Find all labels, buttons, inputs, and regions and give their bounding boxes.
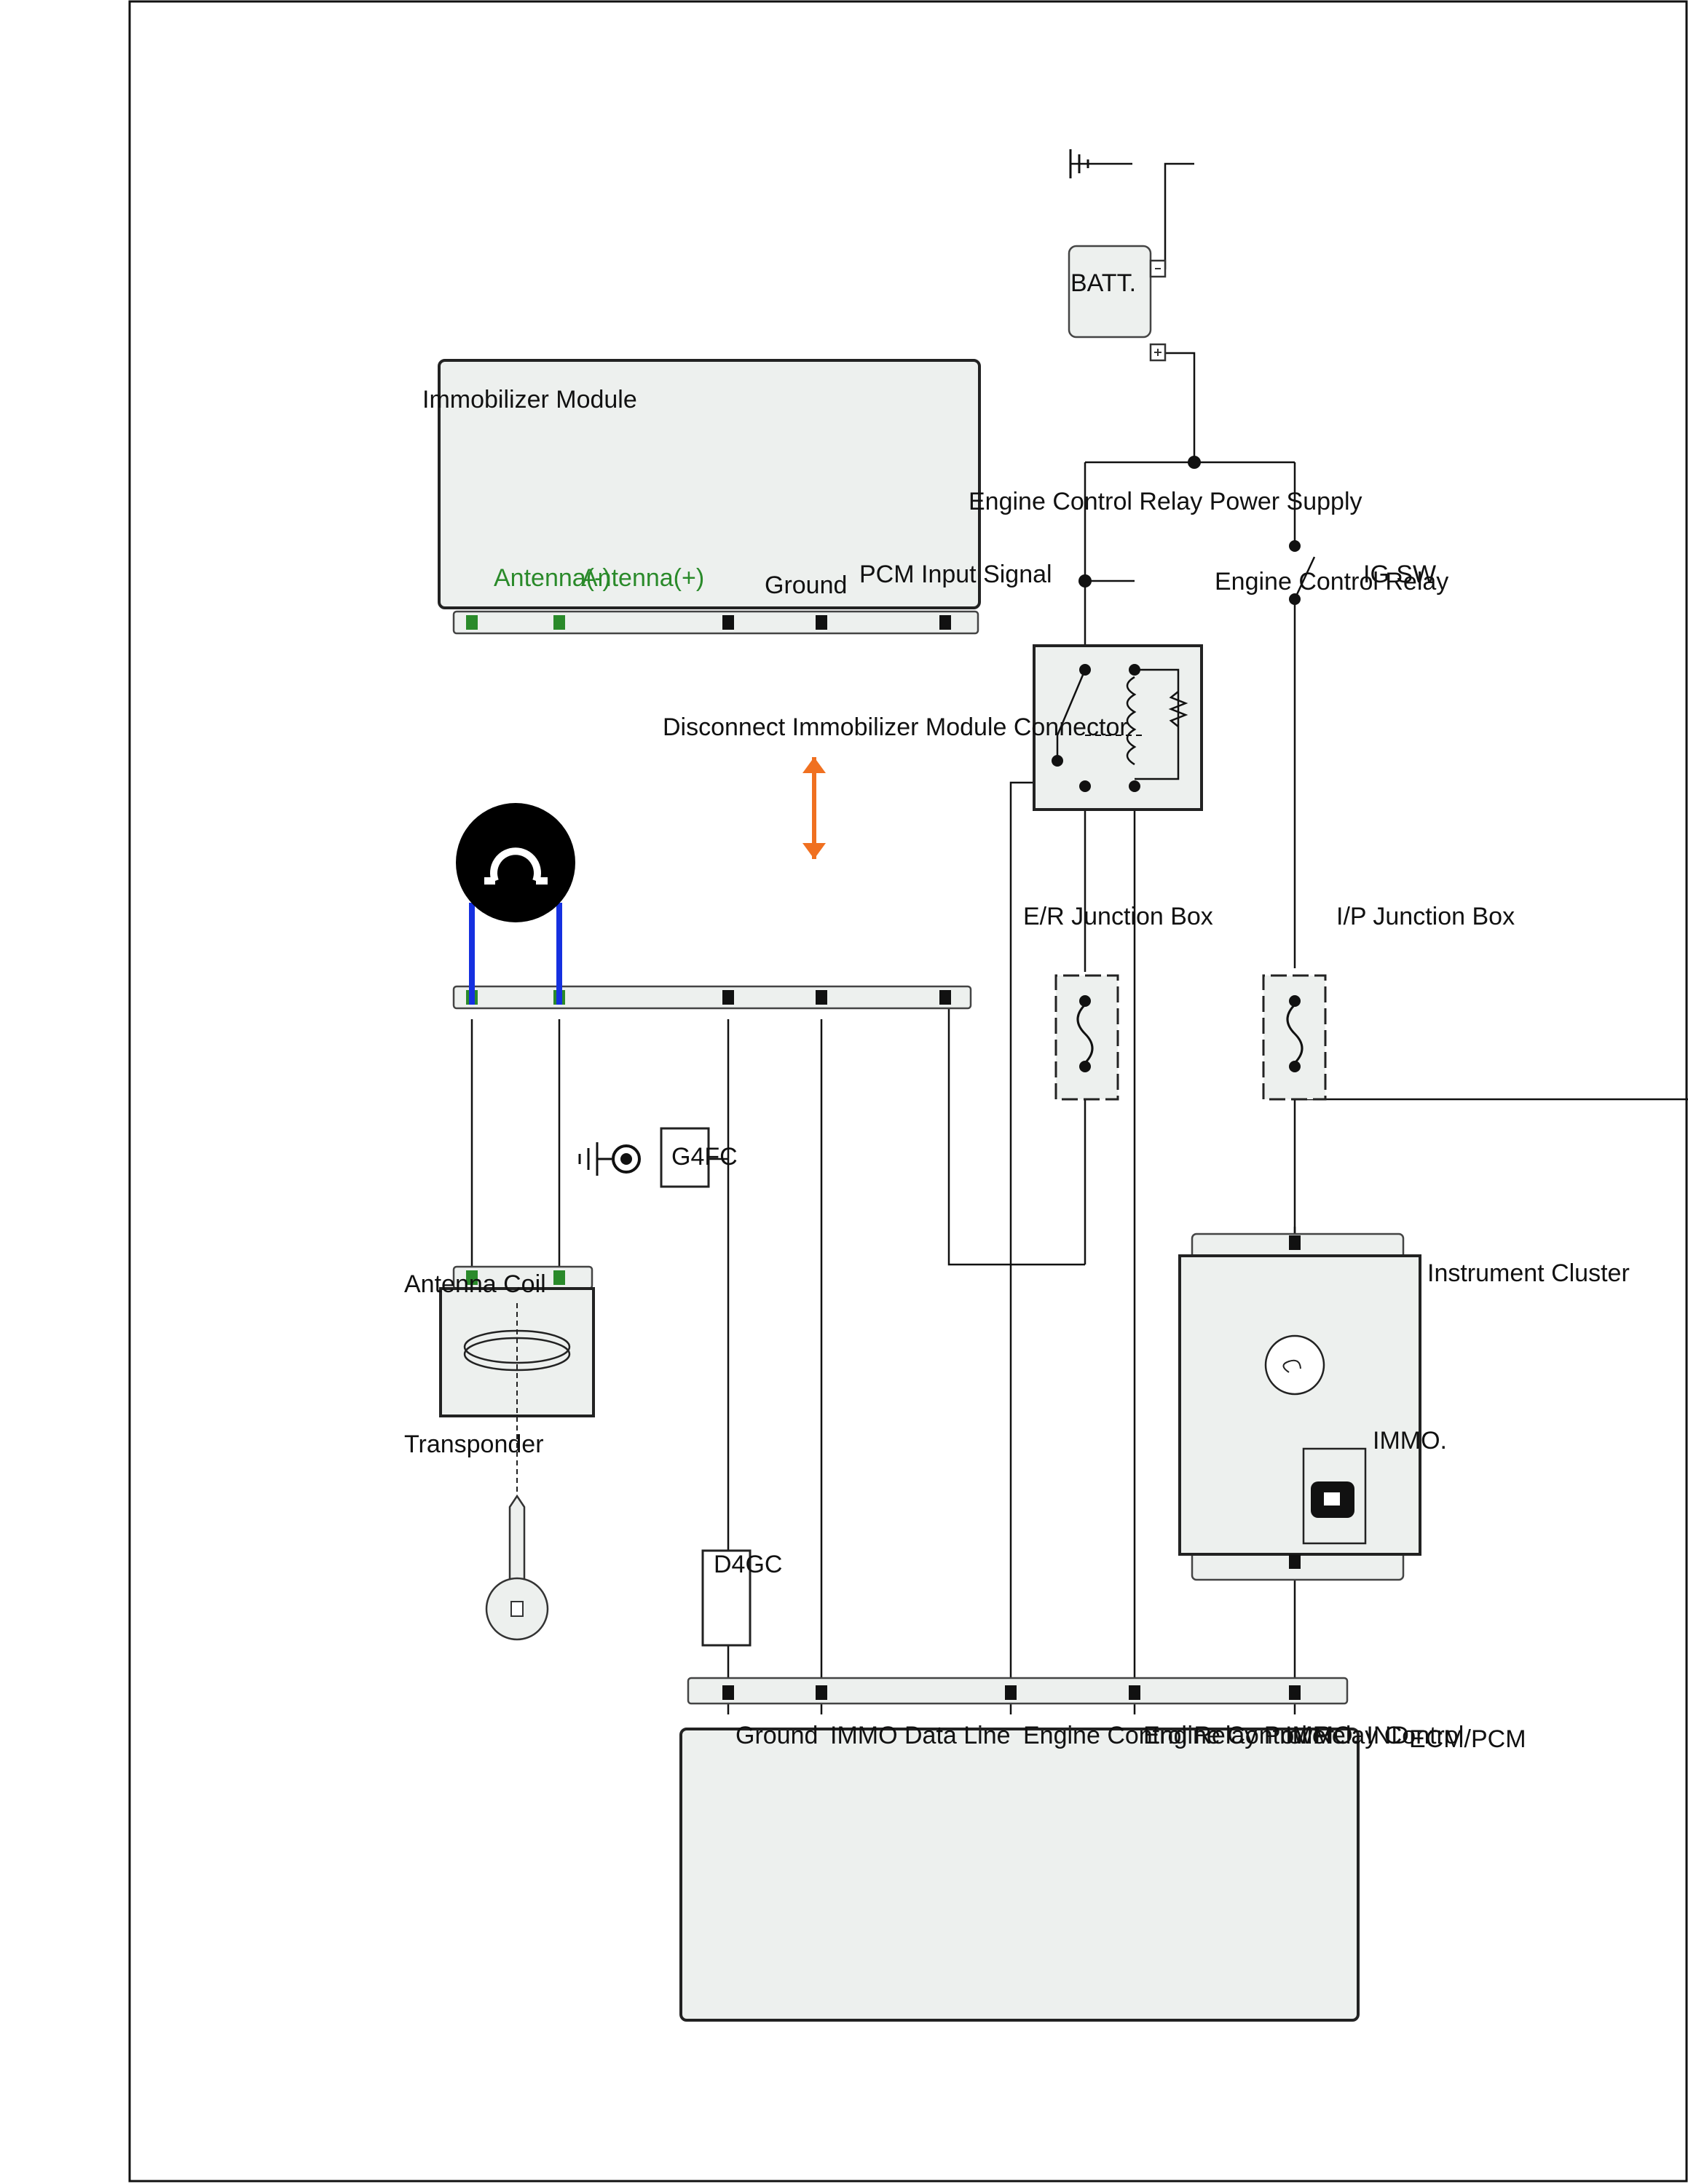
module-pin-relay-power: Engine Control Relay Power Supply (969, 488, 1362, 515)
ground-icon (1069, 149, 1089, 178)
module-pin-antenna-plus: Antenna(+) (581, 564, 704, 592)
antenna-coil: Antenna Coil (404, 1265, 595, 1507)
ground-d4gc: D4GC (701, 1549, 782, 1647)
instrument-cluster-label: Instrument Cluster (1427, 1259, 1630, 1287)
engine-control-relay-label: Engine Control Relay (1215, 568, 1448, 596)
junction-dot (1078, 574, 1092, 587)
disconnect-note-text: Disconnect Immobilizer Module Connector (663, 713, 1128, 741)
module-pin-antenna-minus: Antenna(-) (494, 564, 611, 592)
ip-junction-box: I/P Junction Box (1262, 903, 1515, 1101)
ecm-pin-relay-power: Engine Control Relay Power (1023, 1722, 1334, 1749)
er-junction-box-label: E/R Junction Box (1023, 903, 1213, 930)
ecm-pin-relay-control: Engine Control Relay Control (1143, 1722, 1464, 1749)
transponder-key-icon: Transponder (404, 1431, 549, 1641)
ecm-pin-ground: Ground (735, 1722, 818, 1749)
module-pin-ground: Ground (765, 571, 847, 599)
d4gc-label: D4GC (714, 1551, 782, 1578)
module-pin-pcm-input: PCM Input Signal (859, 561, 1052, 588)
immobilizer-module-label: Immobilizer Module (422, 386, 637, 414)
immobilizer-module: Engine Control Relay Power Supply PCM In… (422, 359, 1362, 635)
ecm-pin-immo-ind: IMMO. IND (1285, 1722, 1409, 1749)
junction-dot (1188, 456, 1201, 469)
disconnect-note: Disconnect Immobilizer Module Connector (663, 713, 1128, 859)
ground-g4fc: G4FC (578, 1127, 738, 1188)
immo-indicator-label: IMMO. (1373, 1427, 1447, 1455)
ecm-pcm: IMMO. IND Engine Control Relay Control E… (679, 1677, 1526, 2022)
module-connector (452, 903, 972, 1010)
antenna-coil-label: Antenna Coil (404, 1270, 546, 1298)
ig-switch-label: IG SW (1363, 561, 1436, 588)
ohmmeter-icon (456, 803, 575, 922)
battery-label: BATT. (1070, 269, 1136, 297)
transponder-label: Transponder (404, 1431, 544, 1458)
battery: BATT. (1068, 245, 1167, 362)
instrument-cluster: IMMO. Instrument Cluster (1178, 1233, 1630, 1581)
ecm-pcm-label: ECM/PCM (1409, 1725, 1526, 1753)
ip-junction-box-label: I/P Junction Box (1336, 903, 1515, 930)
engine-control-relay: Engine Control Relay (1033, 568, 1448, 811)
er-junction-box: E/R Junction Box (1023, 903, 1213, 1101)
ecm-pin-immo-data: IMMO Data Line (830, 1722, 1011, 1749)
ig-switch: IG SW (1289, 540, 1436, 605)
g4fc-label: G4FC (671, 1143, 738, 1171)
